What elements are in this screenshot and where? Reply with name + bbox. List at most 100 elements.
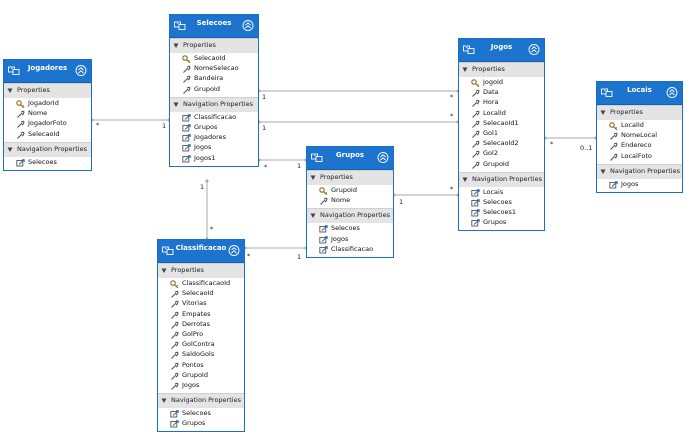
properties-section-header[interactable]: Properties — [597, 105, 682, 120]
navigation-property-row[interactable]: Grupos — [158, 419, 244, 429]
property-row[interactable]: GolPro — [158, 330, 244, 340]
collapse-section-icon[interactable] — [161, 268, 167, 274]
navigation-property-row[interactable]: Selecoes — [307, 224, 393, 234]
property-row[interactable]: SelecaoId2 — [459, 139, 544, 149]
property-row[interactable]: SelecaoId — [158, 289, 244, 299]
entity-header[interactable]: Jogos — [459, 39, 544, 62]
property-row[interactable]: JogadorId — [4, 99, 91, 109]
entity-header[interactable]: Classificacao — [158, 240, 244, 263]
property-row[interactable]: JogadorFoto — [4, 119, 91, 129]
property-row[interactable]: LocalFoto — [597, 152, 682, 162]
navigation-property-row[interactable]: Jogos — [170, 143, 258, 153]
collapse-icon[interactable] — [242, 20, 254, 31]
collapse-section-icon[interactable] — [462, 67, 468, 73]
navigation-section-header[interactable]: Navigation Properties — [459, 171, 544, 187]
entity-classificacao[interactable]: Classificacao Properties ClassificacaoId… — [157, 239, 245, 433]
collapse-section-icon[interactable] — [462, 177, 468, 183]
property-row[interactable]: SelecaoId — [170, 54, 258, 64]
navigation-property-icon — [319, 225, 328, 233]
property-row[interactable]: Pontos — [158, 361, 244, 371]
navigation-property-row[interactable]: Selecoes — [4, 158, 91, 168]
property-row[interactable]: SelecaoId — [4, 130, 91, 140]
property-row[interactable]: SelecaoId1 — [459, 119, 544, 129]
navigation-property-row[interactable]: Classificacao — [307, 245, 393, 255]
property-row[interactable]: Jogos — [158, 381, 244, 391]
navigation-property-row[interactable]: Classificacao — [170, 113, 258, 123]
entity-header[interactable]: Selecoes — [170, 15, 258, 38]
navigation-property-row[interactable]: Selecoes — [459, 198, 544, 208]
property-row[interactable]: Empates — [158, 310, 244, 320]
navigation-property-icon — [471, 199, 480, 207]
entity-header[interactable]: Grupos — [307, 147, 393, 170]
collapse-section-icon[interactable] — [600, 169, 606, 175]
entity-header[interactable]: Jogadores — [4, 60, 91, 83]
collapse-section-icon[interactable] — [173, 102, 179, 108]
property-row[interactable]: LocalId — [597, 121, 682, 131]
property-name: Jogadores — [194, 133, 227, 142]
property-row[interactable]: Data — [459, 88, 544, 98]
property-row[interactable]: Gol2 — [459, 149, 544, 159]
property-row[interactable]: LocalId — [459, 109, 544, 119]
property-row[interactable]: Nome — [307, 196, 393, 206]
navigation-section-header[interactable]: Navigation Properties — [307, 208, 393, 224]
property-row[interactable]: GrupoId — [158, 371, 244, 381]
navigation-property-row[interactable]: Selecoes1 — [459, 208, 544, 218]
property-row[interactable]: SaldoGols — [158, 350, 244, 360]
navigation-property-row[interactable]: Locais — [459, 188, 544, 198]
multiplicity-label: 1 — [399, 198, 404, 206]
multiplicity-label: * — [96, 121, 100, 129]
navigation-section-header[interactable]: Navigation Properties — [4, 141, 91, 157]
collapse-section-icon[interactable] — [7, 147, 13, 153]
navigation-property-row[interactable]: Jogos — [597, 180, 682, 190]
collapse-section-icon[interactable] — [310, 213, 316, 219]
property-row[interactable]: GrupoId — [307, 186, 393, 196]
property-row[interactable]: JogoId — [459, 78, 544, 88]
navigation-property-row[interactable]: Grupos — [170, 123, 258, 133]
property-row[interactable]: Derrotas — [158, 320, 244, 330]
collapse-section-icon[interactable] — [310, 175, 316, 181]
property-row[interactable]: GrupoId — [459, 160, 544, 170]
properties-section-header[interactable]: Properties — [307, 170, 393, 185]
property-icon — [183, 65, 191, 74]
navigation-section-header[interactable]: Navigation Properties — [158, 393, 244, 409]
property-row[interactable]: Nome — [4, 109, 91, 119]
properties-section-header[interactable]: Properties — [158, 263, 244, 278]
navigation-section-header[interactable]: Navigation Properties — [170, 96, 258, 112]
navigation-property-row[interactable]: Grupos — [459, 218, 544, 228]
collapse-section-icon[interactable] — [7, 88, 13, 94]
property-row[interactable]: NomeSelecao — [170, 64, 258, 74]
properties-section-header[interactable]: Properties — [459, 62, 544, 77]
collapse-icon[interactable] — [377, 152, 389, 163]
property-row[interactable]: GolContra — [158, 340, 244, 350]
navigation-property-row[interactable]: Jogos1 — [170, 154, 258, 164]
property-name: Jogos — [194, 143, 212, 152]
collapse-section-icon[interactable] — [600, 110, 606, 116]
property-row[interactable]: Hora — [459, 98, 544, 108]
collapse-icon[interactable] — [75, 65, 87, 76]
properties-section-header[interactable]: Properties — [4, 83, 91, 98]
navigation-section-header[interactable]: Navigation Properties — [597, 163, 682, 179]
navigation-property-row[interactable]: Selecoes — [158, 409, 244, 419]
properties-section-header[interactable]: Properties — [170, 38, 258, 53]
property-row[interactable]: NomeLocal — [597, 131, 682, 141]
property-row[interactable]: ClassificacaoId — [158, 279, 244, 289]
property-row[interactable]: Endereco — [597, 141, 682, 151]
property-row[interactable]: Vitorias — [158, 299, 244, 309]
collapse-icon[interactable] — [666, 87, 678, 98]
collapse-icon[interactable] — [228, 245, 240, 256]
property-row[interactable]: GrupoId — [170, 85, 258, 95]
collapse-section-icon[interactable] — [161, 398, 167, 404]
property-row[interactable]: Bandeira — [170, 74, 258, 84]
property-row[interactable]: Gol1 — [459, 129, 544, 139]
collapse-icon[interactable] — [528, 44, 540, 55]
navigation-property-row[interactable]: Jogos — [307, 235, 393, 245]
collapse-section-icon[interactable] — [173, 43, 179, 49]
property-icon — [171, 311, 179, 319]
navigation-property-row[interactable]: Jogadores — [170, 133, 258, 143]
entity-header[interactable]: Locais — [597, 82, 682, 105]
